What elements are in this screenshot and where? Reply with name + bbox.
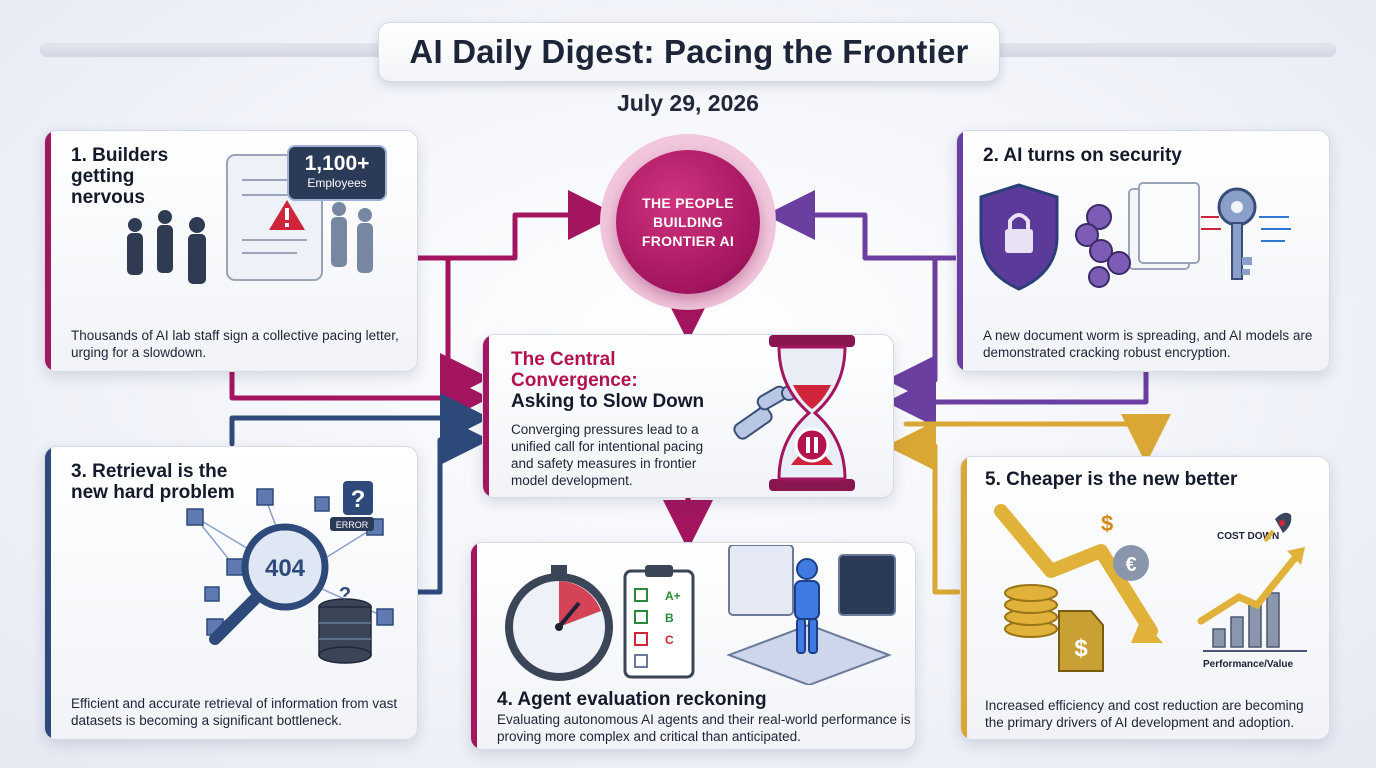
- badge-label: Employees: [307, 176, 367, 190]
- coins-icon: [1004, 584, 1058, 638]
- card-accent: [45, 447, 51, 739]
- arrow-center-to-card5: [903, 414, 1171, 464]
- arrow-card2-to-hub: [765, 190, 958, 261]
- arrow-card1-bottom-to-center: [229, 369, 490, 423]
- card-title: 1. Builders getting nervous: [71, 145, 169, 208]
- retrieval-illustration: 404 ? ERROR ?: [186, 481, 394, 664]
- key-icon: [1217, 187, 1257, 280]
- worm-icon: [1075, 204, 1131, 288]
- grade-c: C: [665, 633, 674, 647]
- card-retrieval: 3. Retrieval is the new hard problem 404…: [44, 446, 418, 740]
- arrow-card1-to-hub: [415, 190, 618, 261]
- chart-caption-top: COST DOWN: [1217, 531, 1279, 542]
- card-body: A new document worm is spreading, and AI…: [983, 328, 1313, 360]
- card-accent: [961, 457, 967, 739]
- arrow-card5-to-center: [886, 421, 961, 595]
- card-body: Evaluating autonomous AI agents and thei…: [497, 712, 911, 744]
- digest-date: July 29, 2026: [617, 90, 759, 116]
- badge-count: 1,100+: [304, 152, 370, 175]
- security-illustration: [979, 182, 1291, 291]
- checklist-icon: A+ B C: [623, 565, 695, 679]
- hub-label: THE PEOPLE BUILDING FRONTIER AI: [641, 194, 735, 249]
- svg-text:$: $: [1101, 511, 1113, 536]
- employees-badge: 1,100+ Employees: [287, 145, 387, 201]
- warning-icon: [269, 200, 305, 230]
- svg-text:€: €: [1125, 554, 1136, 576]
- card-body: Efficient and accurate retrieval of info…: [71, 696, 398, 728]
- art-error: ERROR: [336, 520, 369, 530]
- center-title-line3: Asking to Slow Down: [511, 391, 705, 412]
- card-agent-evaluation: A+ B C 4. Agent evaluation reckoning Eva…: [470, 542, 916, 750]
- arrow-card3-to-center: [415, 415, 490, 595]
- center-title-line1: The Central: [511, 349, 616, 370]
- svg-text:$: $: [1074, 635, 1088, 662]
- card-ai-security: 2. AI turns on security A new document w…: [956, 130, 1330, 372]
- pause-icon: [794, 427, 830, 463]
- page-title: AI Daily Digest: Pacing the Frontier: [409, 33, 969, 70]
- lock-shield-icon: [979, 183, 1059, 291]
- hourglass-icon: [769, 335, 855, 491]
- card-cheaper-better: 5. Cheaper is the new better $ $ € COST …: [960, 456, 1330, 740]
- hourglass-illustration: [733, 335, 855, 491]
- evaluation-illustration: A+ B C: [505, 545, 896, 685]
- card-title: 4. Agent evaluation reckoning: [497, 689, 767, 710]
- card-accent: [957, 131, 963, 371]
- card-accent: [471, 543, 477, 749]
- cost-illustration: $ $ € COST DOWN Performance/Value: [994, 504, 1307, 672]
- robot-icon: [733, 385, 797, 440]
- grade-a: A+: [665, 589, 681, 603]
- robot-icon: [794, 558, 820, 654]
- card-accent: [483, 335, 489, 497]
- card-title: 2. AI turns on security: [983, 145, 1182, 166]
- art-404: 404: [265, 555, 306, 582]
- stopwatch-icon: [505, 565, 613, 681]
- svg-text:?: ?: [351, 486, 366, 513]
- center-title-line2: Convergence:: [511, 370, 638, 391]
- svg-text:?: ?: [339, 584, 351, 606]
- card-title: 5. Cheaper is the new better: [985, 469, 1238, 490]
- card-body: Increased efficiency and cost reduction …: [985, 698, 1304, 730]
- arrow-card1-to-center: [440, 255, 490, 403]
- title-banner: AI Daily Digest: Pacing the Frontier: [378, 22, 1000, 82]
- rocket-icon: [1263, 512, 1292, 543]
- arrow-card3-to-center-top: [229, 393, 490, 447]
- chart-caption-bottom: Performance/Value: [1203, 659, 1293, 670]
- arrow-card2-bottom-to-center: [886, 369, 1149, 427]
- card-body: Thousands of AI lab staff sign a collect…: [71, 328, 399, 360]
- card-central-convergence: The Central Convergence: Asking to Slow …: [482, 334, 894, 498]
- database-icon: [318, 598, 372, 664]
- magnifier-icon: 404: [209, 523, 329, 645]
- card-accent: [45, 131, 51, 371]
- hub-circle: THE PEOPLE BUILDING FRONTIER AI: [600, 134, 776, 310]
- card-builders-nervous: 1. Builders getting nervous 1,100+ Emplo…: [44, 130, 418, 372]
- arrow-card2-to-center: [886, 255, 938, 405]
- center-body: Converging pressures lead to a unified c…: [511, 422, 704, 488]
- card-title: 3. Retrieval is the new hard problem: [71, 461, 235, 503]
- hub-core: THE PEOPLE BUILDING FRONTIER AI: [616, 150, 760, 294]
- grade-b: B: [665, 611, 674, 625]
